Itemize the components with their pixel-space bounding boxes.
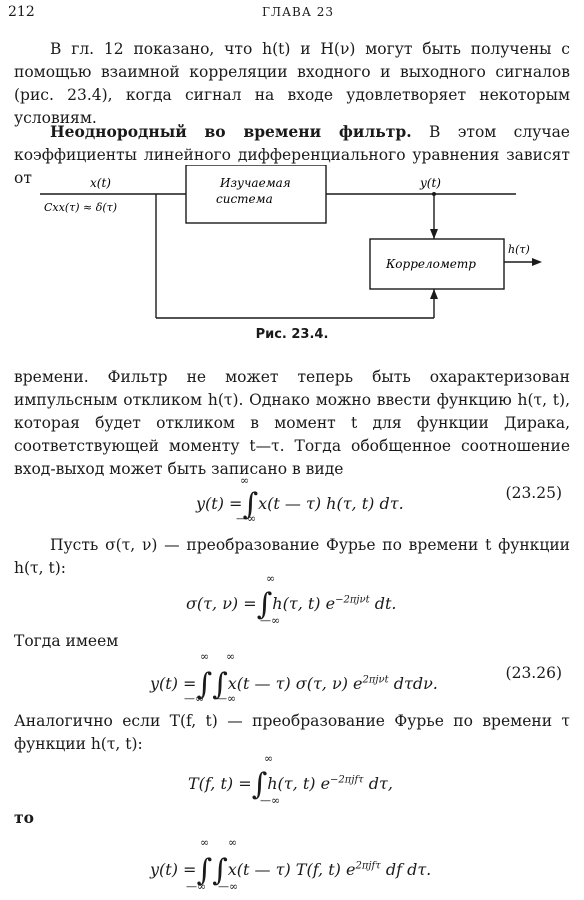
eq3-lhs: y(t) = — [150, 674, 197, 693]
eq2-exponent: −2πjνt — [335, 594, 370, 606]
eq3-tail: dτdν. — [388, 674, 438, 693]
integral-sign: ∫ — [196, 853, 213, 888]
paragraph-nonuniform: Неоднородный во времени фильтр. В этом с… — [14, 120, 570, 190]
eq4-lower-limit: —∞ — [260, 794, 281, 807]
output-signal-label: y(t) — [419, 176, 441, 190]
eq5-lower-limit: —∞ — [186, 880, 207, 893]
eq2-lower-limit: —∞ — [260, 614, 281, 627]
integral-sign: ∫ — [251, 767, 268, 802]
eq5-exponent: 2πjfτ — [355, 860, 381, 872]
eq3-exponent: 2πjνt — [362, 674, 389, 686]
eq2-rhs: h(τ, t) e — [272, 594, 336, 613]
paragraph-time-varying: времени. Фильтр не может теперь быть оха… — [14, 368, 570, 478]
eq5-rhs: x(t — τ) T(f, t) e — [227, 860, 356, 879]
eq4-rhs: h(τ, t) e — [267, 774, 331, 793]
equation-23-26: y(t) =∫∫x(t — τ) σ(τ, ν) e2πjνt dτdν. ∞ … — [0, 650, 584, 705]
integral-sign: ∫ — [212, 667, 228, 702]
eq4-exponent: −2πjfτ — [330, 774, 364, 786]
system-label-line2: система — [216, 192, 273, 206]
eq3-lower-limit: —∞ — [216, 692, 237, 705]
paragraph-nonuniform-text: В этом случае коэффициенты линейного диф… — [14, 123, 570, 187]
eq4-tail: dτ, — [363, 774, 393, 793]
eq3-upper-limit: ∞ — [200, 650, 210, 663]
eq1-upper-limit: ∞ — [240, 474, 250, 487]
integral-sign: ∫ — [212, 853, 228, 888]
eq2-tail: dt. — [369, 594, 397, 613]
eq3-upper-limit: ∞ — [226, 650, 236, 663]
eq1-lower-limit: —∞ — [236, 512, 257, 525]
eq4-lhs: T(f, t) = — [188, 774, 252, 793]
word-then: то — [14, 808, 34, 827]
eq1-lhs: y(t) = — [196, 494, 243, 513]
input-condition-label: Cxx(τ) ≈ δ(τ) — [44, 201, 117, 214]
eq5-upper-limit: ∞ — [228, 836, 238, 849]
integral-sign: ∫ — [196, 667, 213, 702]
correlator-output-label: h(τ) — [508, 243, 530, 256]
figure-caption: Рис. 23.4. — [255, 327, 329, 342]
chapter-title: ГЛАВА 23 — [262, 5, 335, 19]
eq5-lower-limit: —∞ — [218, 880, 239, 893]
equation-T: T(f, t) =∫h(τ, t) e−2πjfτ dτ, ∞ —∞ — [0, 752, 584, 807]
page-number: 212 — [8, 4, 35, 20]
page-header: 212 ГЛАВА 23 — [0, 2, 584, 22]
eq2-lhs: σ(τ, ν) = — [186, 594, 257, 613]
eq1-rhs: x(t — τ) h(τ, t) dτ. — [258, 494, 404, 513]
eq5-lhs: y(t) = — [150, 860, 197, 879]
eq4-upper-limit: ∞ — [264, 752, 274, 765]
system-label-line1: Изучаемая — [219, 176, 291, 190]
eq5-upper-limit: ∞ — [200, 836, 210, 849]
eq5-tail: df dτ. — [380, 860, 432, 879]
paragraph-then: Тогда имеем — [14, 632, 119, 650]
integral-sign: ∫ — [242, 487, 259, 522]
section-heading: Неоднородный во времени фильтр. — [50, 122, 412, 141]
equation-sigma: σ(τ, ν) =∫h(τ, t) e−2πjνt dt. ∞ —∞ — [0, 572, 584, 627]
eq3-rhs: x(t — τ) σ(τ, ν) e — [227, 674, 363, 693]
integral-sign: ∫ — [256, 587, 273, 622]
paragraph-intro: В гл. 12 показано, что h(t) и H(ν) могут… — [14, 40, 570, 127]
equation-final: y(t) =∫∫x(t — τ) T(f, t) e2πjfτ df dτ. ∞… — [0, 836, 584, 893]
paragraph-analogously: Аналогично если T(f, t) — преобразование… — [14, 712, 570, 753]
equation-number: (23.25) — [505, 484, 562, 502]
correlator-label: Коррелометр — [385, 257, 476, 271]
equation-number: (23.26) — [505, 664, 562, 682]
eq2-upper-limit: ∞ — [266, 572, 276, 585]
eq3-lower-limit: —∞ — [184, 692, 205, 705]
paragraph-fourier-sigma: Пусть σ(τ, ν) — преобразование Фурье по … — [14, 536, 570, 577]
block-diagram: x(t) Cxx(τ) ≈ δ(τ) Изучаемая система y(t… — [40, 165, 542, 319]
equation-23-25: y(t) =∫x(t — τ) h(τ, t) dτ. ∞ —∞ (23.25) — [0, 474, 584, 526]
input-signal-label: x(t) — [90, 176, 111, 190]
